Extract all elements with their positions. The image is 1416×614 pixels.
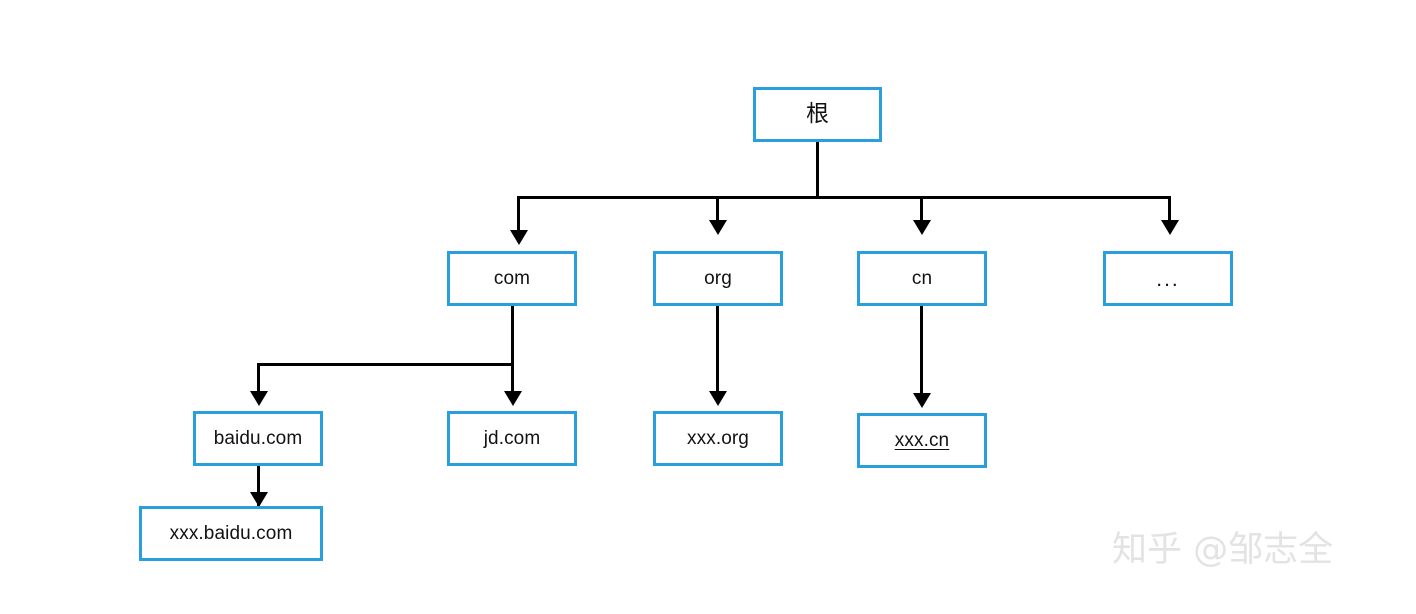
node-root-label: 根 (805, 101, 830, 127)
connector-com-to-jd (511, 363, 514, 393)
arrowhead-root-to-org (709, 220, 727, 235)
connector-root-to-org (716, 196, 719, 222)
node-com[interactable]: com (447, 251, 577, 306)
connector-root-bus (517, 196, 1171, 199)
node-root[interactable]: 根 (753, 87, 882, 142)
node-more-label: ... (1156, 268, 1180, 291)
connector-root-stem (816, 142, 819, 198)
node-xxx-baidu-com-label: xxx.baidu.com (169, 523, 293, 544)
node-xxx-cn-label: xxx.cn (894, 430, 950, 451)
connector-com-to-baidu (257, 363, 260, 393)
arrowhead-org-to-xxxorg (709, 391, 727, 406)
node-cn-label: cn (911, 268, 933, 289)
connector-root-to-more (1168, 196, 1171, 222)
node-baidu-com[interactable]: baidu.com (193, 411, 323, 466)
arrowhead-cn-to-xxxcn (913, 393, 931, 408)
node-more[interactable]: ... (1103, 251, 1233, 306)
node-xxx-org[interactable]: xxx.org (653, 411, 783, 466)
arrowhead-root-to-more (1161, 220, 1179, 235)
arrowhead-baidu-to-xxxbaidu (250, 492, 268, 507)
node-xxx-org-label: xxx.org (687, 428, 749, 449)
connector-org-to-xxxorg (716, 306, 719, 393)
arrowhead-root-to-cn (913, 220, 931, 235)
connector-root-to-com (517, 196, 520, 232)
node-jd-com-label: jd.com (483, 428, 541, 449)
node-jd-com[interactable]: jd.com (447, 411, 577, 466)
connector-com-stem (511, 306, 514, 365)
node-org-label: org (704, 268, 732, 289)
connector-com-bus (257, 363, 514, 366)
arrowhead-root-to-com (510, 230, 528, 245)
node-org[interactable]: org (653, 251, 783, 306)
node-xxx-baidu-com[interactable]: xxx.baidu.com (139, 506, 323, 561)
arrowhead-com-to-baidu (250, 391, 268, 406)
connector-baidu-to-xxxbaidu (257, 466, 260, 508)
connector-cn-to-xxxcn (920, 306, 923, 395)
node-baidu-com-label: baidu.com (213, 428, 303, 449)
watermark: 知乎 @邹志全 (1112, 530, 1334, 570)
arrowhead-com-to-jd (504, 391, 522, 406)
connector-root-to-cn (920, 196, 923, 222)
node-cn[interactable]: cn (857, 251, 987, 306)
node-com-label: com (493, 268, 531, 289)
node-xxx-cn[interactable]: xxx.cn (857, 413, 987, 468)
